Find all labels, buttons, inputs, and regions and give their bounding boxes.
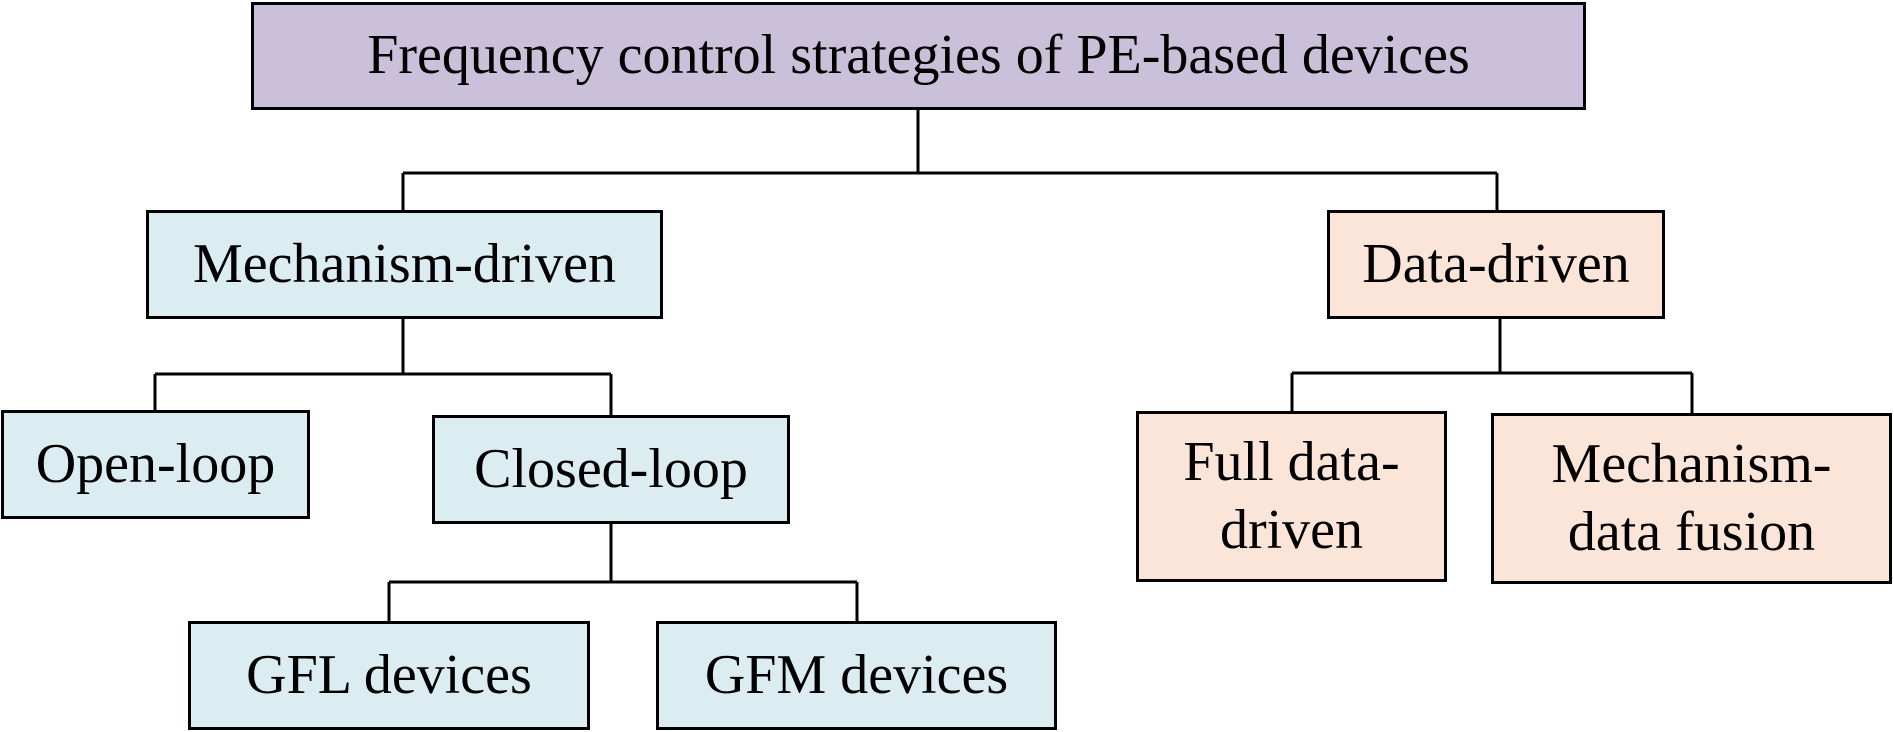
gfm-devices-label: GFM devices — [704, 643, 1009, 706]
closed-loop-label: Closed-loop — [474, 437, 748, 500]
full-data-driven-label-line2: driven — [1219, 498, 1364, 561]
data-driven-node: Data-driven — [1327, 210, 1665, 319]
full-data-driven-label-line1: Full data- — [1183, 431, 1400, 494]
mechanism-driven-label: Mechanism-driven — [193, 232, 616, 295]
mechanism-driven-node: Mechanism-driven — [146, 210, 663, 319]
mechanism-data-fusion-node: Mechanism- data fusion — [1491, 413, 1892, 584]
gfm-devices-node: GFM devices — [656, 621, 1057, 730]
root-node-label: Frequency control strategies of PE-based… — [367, 24, 1470, 87]
open-loop-label: Open-loop — [35, 432, 276, 495]
gfl-devices-node: GFL devices — [188, 621, 590, 730]
open-loop-node: Open-loop — [1, 410, 310, 519]
closed-loop-node: Closed-loop — [432, 415, 790, 524]
data-driven-label: Data-driven — [1362, 232, 1630, 295]
root-node: Frequency control strategies of PE-based… — [251, 2, 1586, 110]
mechanism-data-fusion-label-line1: Mechanism- — [1551, 433, 1832, 496]
gfl-devices-label: GFL devices — [246, 643, 532, 706]
mechanism-data-fusion-label-line2: data fusion — [1567, 500, 1816, 563]
full-data-driven-node: Full data- driven — [1136, 411, 1447, 582]
